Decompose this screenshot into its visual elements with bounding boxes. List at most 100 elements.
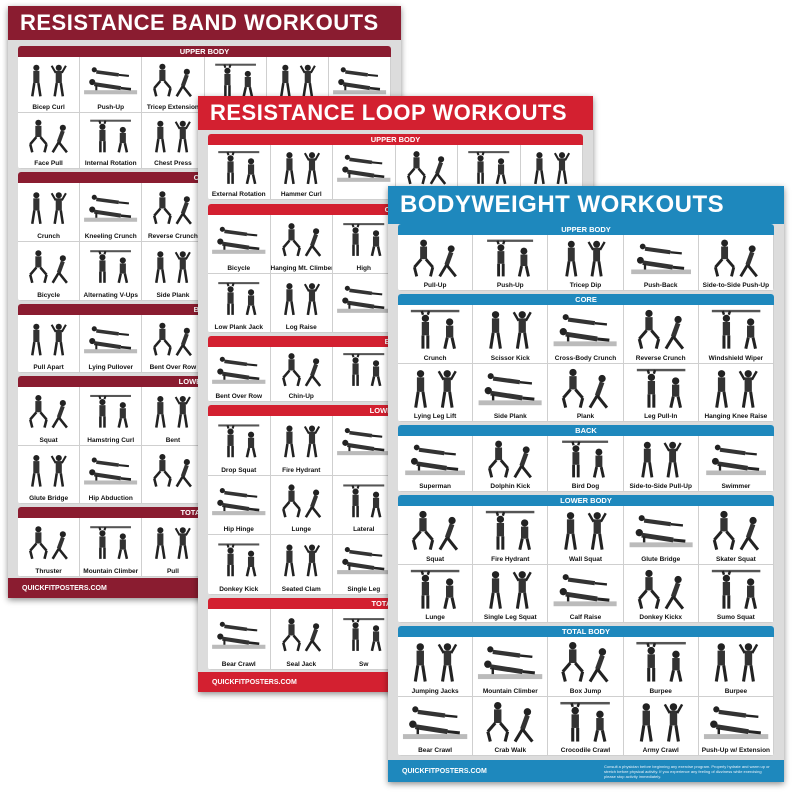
exercise-illustration xyxy=(90,119,132,153)
exercise-cell: Reverse Crunch xyxy=(142,183,205,242)
exercise-cell: Bicycle xyxy=(208,215,271,274)
exercise-label: Crocodile Crawl xyxy=(560,747,611,754)
exercise-illustration xyxy=(343,223,385,257)
exercise-label: Bent xyxy=(165,436,181,444)
exercise-label: Bicycle xyxy=(227,265,251,272)
exercise-illustration xyxy=(714,369,758,408)
poster-footer: QUICKFITPOSTERS.COM Consult a physician … xyxy=(388,760,784,782)
exercise-label: Lateral xyxy=(353,526,375,534)
exercise-illustration xyxy=(332,67,386,95)
exercise-label: Leg Pull-In xyxy=(644,413,678,420)
exercise-cell: Hamstring Curl xyxy=(80,387,143,446)
exercise-label: Donkey Kickx xyxy=(639,614,683,621)
exercise-label: Army Crawl xyxy=(642,747,679,754)
exercise-cell: Single Leg xyxy=(333,535,396,595)
exercise-cell: Tricep Extension xyxy=(142,57,205,113)
exercise-label: Side-to-Side Pull-Up xyxy=(629,483,692,490)
exercise-label: Internal Rotation xyxy=(84,160,137,167)
exercise-illustration xyxy=(630,243,691,275)
exercise-label: Glute Bridge xyxy=(641,555,681,563)
exercise-cell: Donkey Kickx xyxy=(623,564,699,623)
exercise-illustration xyxy=(28,526,68,560)
exercise-illustration xyxy=(410,569,460,609)
exercise-label: Bear Crawl xyxy=(221,661,256,668)
exercise-label: Pull-Up xyxy=(423,282,447,289)
exercise-label: Chest Press xyxy=(154,160,192,167)
exercise-illustration xyxy=(565,240,607,277)
exercise-cell: Pull Apart xyxy=(18,315,81,373)
exercise-label: Donkey Kick xyxy=(219,586,259,593)
exercise-illustration xyxy=(489,570,532,609)
exercise-cell: Seal Jack xyxy=(270,609,333,670)
exercise-cell: Pull xyxy=(142,518,205,577)
exercise-label: Sw xyxy=(359,661,369,668)
exercise-label: Pull Apart xyxy=(33,364,64,371)
exercise-label: Thruster xyxy=(35,568,62,575)
exercise-illustration xyxy=(703,705,769,739)
exercise-label: Mountain Climber xyxy=(482,687,538,695)
exercise-illustration xyxy=(218,282,260,316)
exercise-cell: Windshield Wiper xyxy=(698,305,774,364)
exercise-cell: Lunge xyxy=(270,475,333,536)
exercise-label: Tricep Dip xyxy=(569,282,602,289)
exercise-label: Burpee xyxy=(724,687,748,695)
exercise-label: Chin-Up xyxy=(288,393,314,400)
exercise-cell: Bent Over Row xyxy=(208,347,271,402)
exercise-cell: Bent Over Row xyxy=(142,315,205,373)
exercise-cell: Crunch xyxy=(398,305,474,364)
exercise-label: Single Leg xyxy=(347,586,381,593)
exercise-illustration xyxy=(279,64,316,97)
exercise-cell: Bear Crawl xyxy=(208,609,271,670)
exercise-label: Bear Crawl xyxy=(418,747,453,754)
exercise-illustration xyxy=(413,643,458,682)
section-header: UPPER BODY xyxy=(18,46,391,57)
exercise-illustration xyxy=(411,510,459,551)
exercise-illustration xyxy=(212,356,266,384)
exercise-illustration xyxy=(553,573,618,606)
exercise-label: Push-Back xyxy=(643,282,678,289)
exercise-illustration xyxy=(283,283,320,316)
exercise-illustration xyxy=(214,63,256,97)
exercise-illustration xyxy=(155,251,192,284)
exercise-cell: Superman xyxy=(398,436,474,492)
exercise-cell: Chin-Up xyxy=(270,347,333,402)
exercise-label: Fire Hydrant xyxy=(282,466,321,474)
exercise-illustration xyxy=(153,322,193,357)
exercise-cell: High xyxy=(333,215,396,274)
exercise-illustration xyxy=(337,285,391,313)
exercise-label: Lying Pullover xyxy=(88,364,134,371)
exercise-cell: Drop Squat xyxy=(208,416,271,476)
exercise-label: Seal Jack xyxy=(286,661,317,668)
exercise-label: Push-Up w/ Extension xyxy=(701,747,771,754)
exercise-cell: Calf Raise xyxy=(548,564,624,623)
exercise-cell: Bear Crawl xyxy=(398,696,474,756)
section-header: UPPER BODY xyxy=(398,224,774,235)
exercise-label: Jumping Jacks xyxy=(411,687,459,695)
exercise-cell: Dolphin Kick xyxy=(473,436,549,492)
exercise-label: Crunch xyxy=(423,354,447,362)
exercise-illustration xyxy=(640,441,682,478)
exercise-illustration xyxy=(283,425,320,458)
exercise-label: Hip Abduction xyxy=(88,495,133,502)
footer-site: QUICKFITPOSTERS.COM xyxy=(402,767,487,775)
exercise-illustration xyxy=(486,510,535,550)
exercise-illustration xyxy=(343,353,385,387)
exercise-illustration xyxy=(711,309,761,349)
section-header: LOWER BODY xyxy=(398,495,774,506)
disclaimer-note: Consult a physician before beginning any… xyxy=(604,764,770,779)
exercise-label: Low Plank Jack xyxy=(214,324,263,331)
exercise-cell: Pull-Up xyxy=(398,235,474,291)
exercise-illustration xyxy=(560,701,611,742)
exercise-cell: Wall Squat xyxy=(548,506,624,565)
exercise-illustration xyxy=(410,309,460,349)
exercise-label: Calf Raise xyxy=(569,614,602,621)
exercise-illustration xyxy=(212,621,266,649)
exercise-cell: Scissor Kick xyxy=(473,305,549,364)
poster-title: RESISTANCE LOOP WORKOUTS xyxy=(198,96,593,130)
